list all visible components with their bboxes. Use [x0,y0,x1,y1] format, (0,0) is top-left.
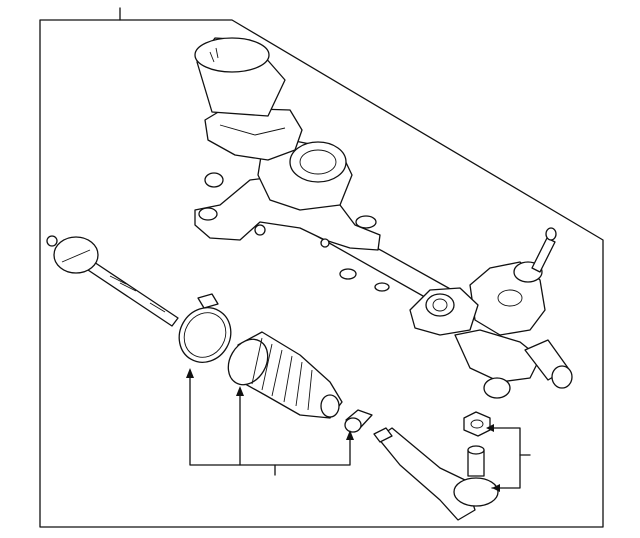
boot-clamp-small [344,409,373,433]
callout-leaders [186,368,531,492]
steering-gear-assembly [194,37,573,399]
outer-tie-rod-end [373,427,499,521]
rack-boot [227,331,343,419]
inner-tie-rod [46,235,179,327]
boot-clamp-large [178,293,232,363]
diagram-frame [39,7,604,528]
castle-nut [463,411,491,437]
